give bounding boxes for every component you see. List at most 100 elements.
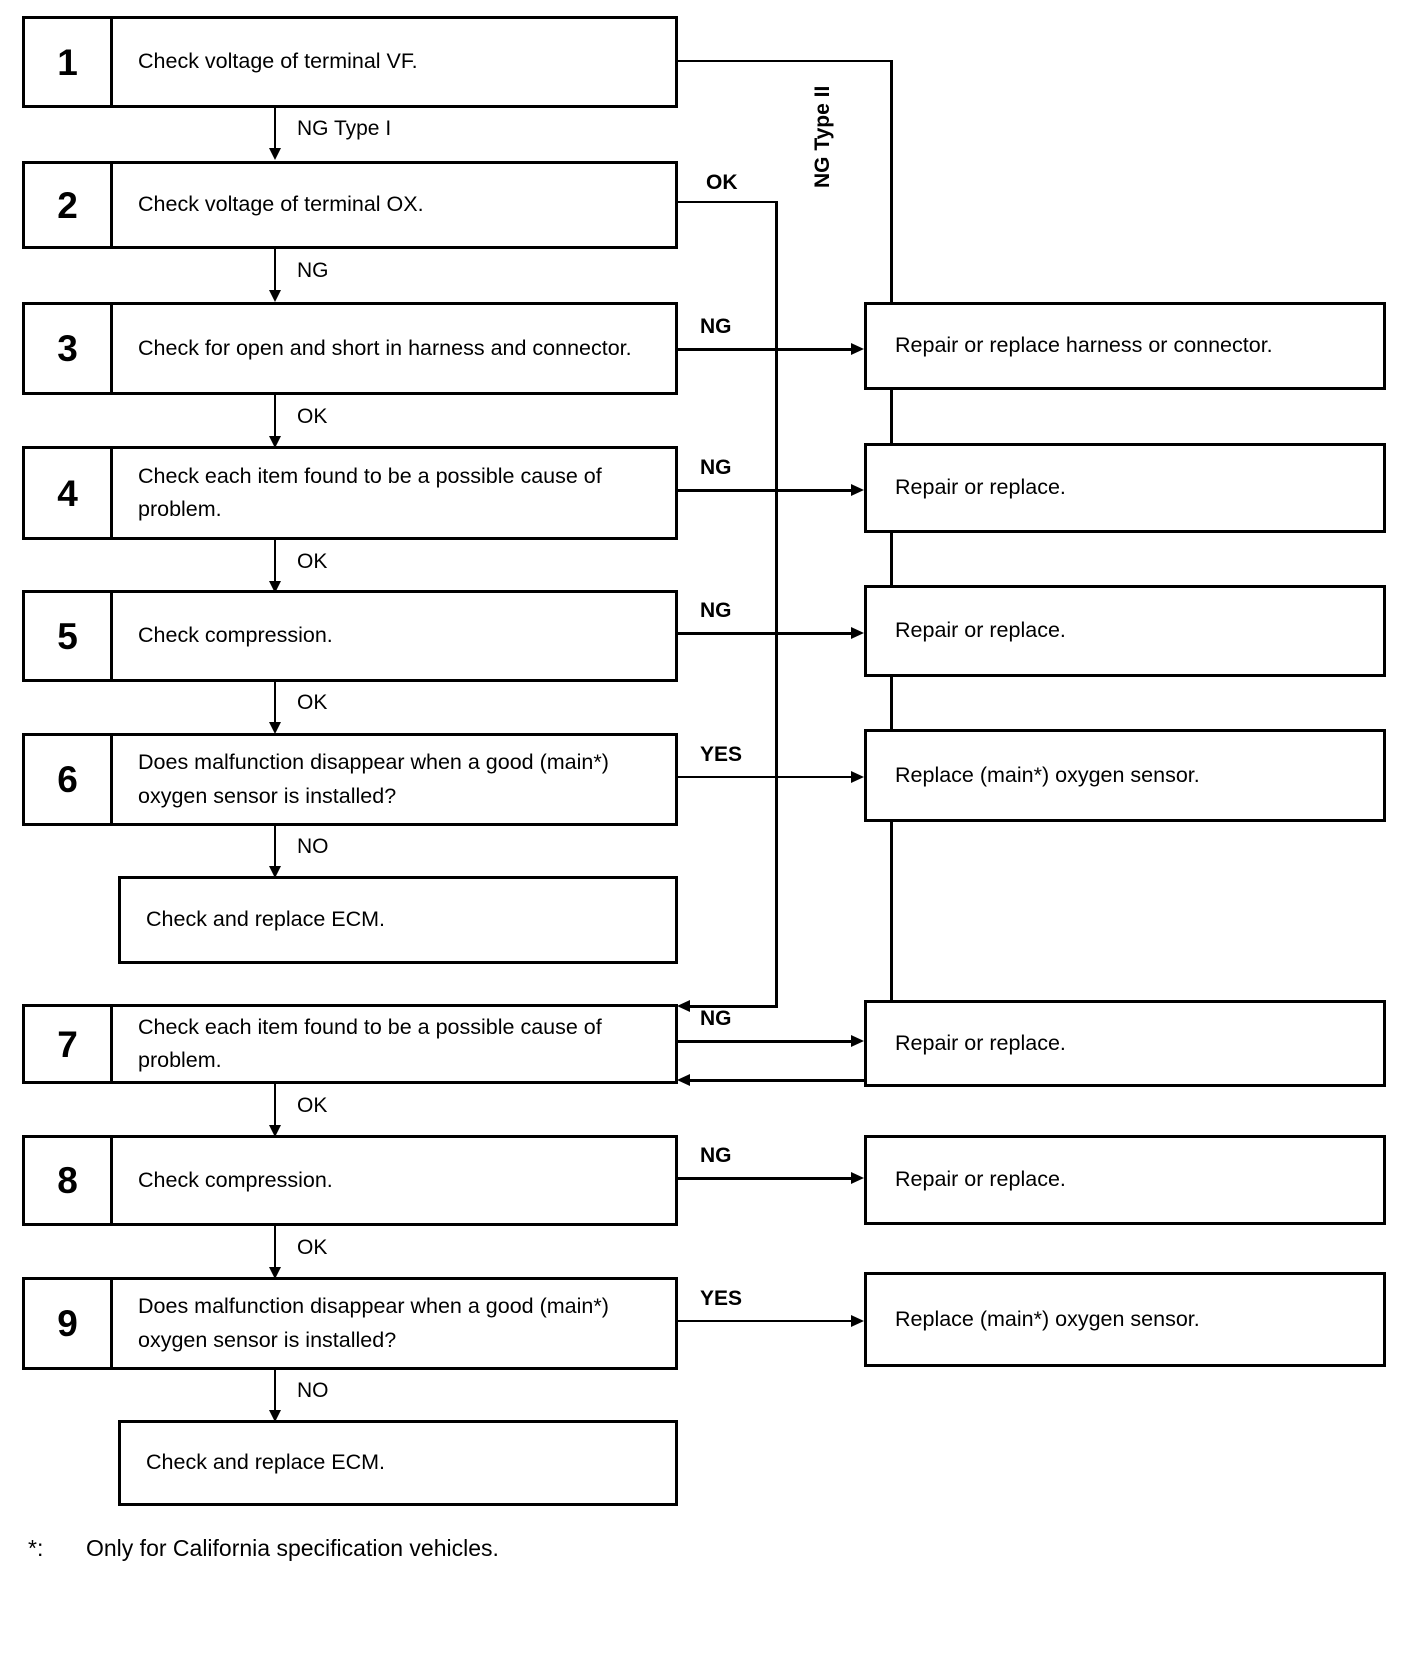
arrowhead-3-to-4 [269,436,281,448]
arrowhead-9-to-ecm2 [269,1410,281,1422]
step-number-3: 3 [25,305,113,392]
connector-7-to-result5 [678,1040,853,1043]
step-text-9: Does malfunction disappear when a good (… [138,1294,609,1352]
step-text-4: Check each item found to be a possible c… [138,463,602,521]
arrowhead-3-to-result1 [851,343,864,355]
connector-5-to-6 [274,682,276,725]
result-box-1[interactable]: Repair or replace harness or connector. [864,302,1386,390]
connector-1-ngtype2-horizontal [678,60,892,62]
step-box-6[interactable]: 6 Does malfunction disappear when a good… [22,733,678,826]
result-box-1-text: Repair or replace harness or connector. [895,333,1273,358]
step-text-2: Check voltage of terminal OX. [138,192,424,217]
arrowhead-4-to-result2 [851,484,864,496]
connector-6-to-result4 [678,776,853,778]
connector-8-to-9 [274,1226,276,1270]
edge-label-ng-7: NG [700,1007,732,1030]
step-text-7: Check each item found to be a possible c… [138,1014,602,1072]
footnote-marker: *: [28,1535,44,1561]
connector-3-to-result1 [678,348,853,351]
step-number-7: 7 [25,1007,113,1081]
step-box-4[interactable]: 4 Check each item found to be a possible… [22,446,678,540]
connector-1-to-2 [274,108,276,151]
result-box-3-text: Repair or replace. [895,618,1066,643]
result-box-6-text: Repair or replace. [895,1167,1066,1192]
terminal-box-ecm-1[interactable]: Check and replace ECM. [118,876,678,964]
result-box-5-text: Repair or replace. [895,1030,1066,1055]
edge-label-ok-4: OK [297,550,328,573]
edge-label-ng-3: NG [700,315,732,338]
connector-6-to-ecm1 [274,826,276,869]
terminal-box-ecm-2[interactable]: Check and replace ECM. [118,1420,678,1506]
connector-7-to-8 [274,1084,276,1128]
step-number-8: 8 [25,1138,113,1223]
arrowhead-5-to-result3 [851,627,864,639]
edge-label-ok-3: OK [297,405,328,428]
step-box-3[interactable]: 3 Check for open and short in harness an… [22,302,678,395]
footnote: *: Only for California specification vehi… [28,1535,499,1562]
edge-label-yes-9: YES [700,1287,743,1310]
terminal-box-ecm-2-text: Check and replace ECM. [146,1450,385,1475]
arrowhead-6-to-ecm1 [269,866,281,878]
result-box-4-text: Replace (main*) oxygen sensor. [895,762,1200,787]
step-box-5[interactable]: 5 Check compression. [22,590,678,682]
step-number-2: 2 [25,164,113,246]
connector-ok-into-step7 [690,1005,778,1008]
arrowhead-1-to-2 [269,148,281,160]
edge-label-ng-2: NG [297,259,329,282]
arrowhead-2-to-3 [269,290,281,302]
step-box-9[interactable]: 9 Does malfunction disappear when a good… [22,1277,678,1370]
connector-2-ok-vertical [775,201,778,1007]
edge-label-ng-type-1: NG Type I [297,117,392,140]
edge-label-ok-7: OK [297,1094,328,1117]
connector-9-to-result7 [678,1320,853,1322]
result-box-4[interactable]: Replace (main*) oxygen sensor. [864,729,1386,822]
edge-label-ng-5: NG [700,599,732,622]
result-box-2-text: Repair or replace. [895,475,1066,500]
step-box-1[interactable]: 1 Check voltage of terminal VF. [22,16,678,108]
edge-label-ok-5: OK [297,691,328,714]
connector-9-to-ecm2 [274,1370,276,1413]
step-text-5: Check compression. [138,623,333,648]
step-text-3: Check for open and short in harness and … [138,335,632,360]
result-box-7-text: Replace (main*) oxygen sensor. [895,1306,1200,1331]
result-box-7[interactable]: Replace (main*) oxygen sensor. [864,1272,1386,1367]
connector-3-to-4 [274,395,276,439]
edge-label-ng-8: NG [700,1144,732,1167]
arrowhead-8-to-9 [269,1267,281,1279]
footnote-text: Only for California specification vehicl… [86,1535,499,1561]
arrowhead-ok-into-step7 [677,1000,690,1012]
edge-label-ok-1: OK [706,171,738,194]
connector-8-to-result6 [678,1177,853,1180]
edge-label-no-6: NO [297,835,329,858]
step-number-9: 9 [25,1280,113,1367]
step-text-1: Check voltage of terminal VF. [138,49,418,74]
arrowhead-9-to-result7 [851,1315,864,1327]
connector-ngtype2-into-step7 [690,1079,893,1082]
edge-label-ok-8: OK [297,1236,328,1259]
arrowhead-5-to-6 [269,722,281,734]
connector-4-to-5 [274,540,276,584]
terminal-box-ecm-1-text: Check and replace ECM. [146,907,385,932]
result-box-6[interactable]: Repair or replace. [864,1135,1386,1225]
step-number-6: 6 [25,736,113,823]
step-number-5: 5 [25,593,113,679]
arrowhead-7-to-result5 [851,1035,864,1047]
arrowhead-6-to-result4 [851,771,864,783]
arrowhead-7-to-8 [269,1125,281,1137]
edge-label-ng-type-2: NG Type II [811,85,834,188]
result-box-3[interactable]: Repair or replace. [864,585,1386,677]
step-text-6: Does malfunction disappear when a good (… [138,750,609,808]
connector-1-ngtype2-vertical [890,60,893,1081]
step-box-7[interactable]: 7 Check each item found to be a possible… [22,1004,678,1084]
step-box-2[interactable]: 2 Check voltage of terminal OX. [22,161,678,249]
step-box-8[interactable]: 8 Check compression. [22,1135,678,1226]
arrowhead-8-to-result6 [851,1172,864,1184]
step-number-1: 1 [25,19,113,105]
result-box-5[interactable]: Repair or replace. [864,1000,1386,1087]
edge-label-ng-4: NG [700,456,732,479]
result-box-2[interactable]: Repair or replace. [864,443,1386,533]
connector-2-ok-horizontal [678,201,777,203]
connector-4-to-result2 [678,489,853,492]
arrowhead-ngtype2-into-step7 [677,1074,690,1086]
